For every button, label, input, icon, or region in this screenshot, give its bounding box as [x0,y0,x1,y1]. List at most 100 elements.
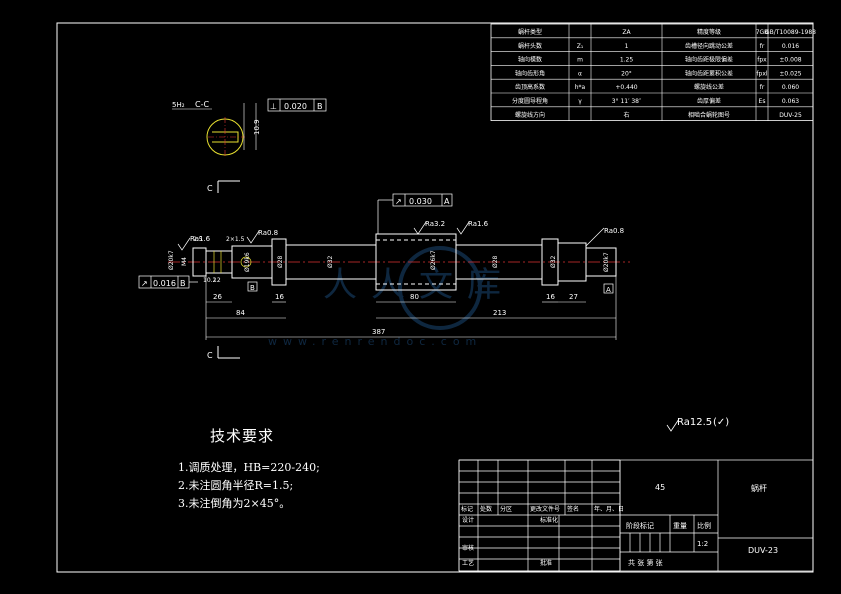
gear-table-cell: 齿顶高系数 [515,83,545,91]
dim-d2: M4 [181,257,188,266]
gear-table-cell: 蜗杆头数 [518,42,542,50]
gear-table-cell: fr [760,43,765,50]
dim-l-26: 26 [213,293,222,301]
section-marks: C C [207,180,240,360]
title-approve-label: 批准 [540,559,552,567]
revision-header: 签名 [567,505,579,513]
gear-table-cell: ZA [622,29,631,36]
section-mark-top: C [207,184,213,193]
gear-table-cell: DUV-25 [779,112,802,119]
gear-table-cell: Es [759,98,766,105]
watermark-text: 人人文库 [323,265,515,305]
title-standard-label: 标准化 [540,516,558,524]
gear-table-cell: α [578,70,582,77]
length-dimensions: 26 16 80 16 27 84 213 387 [205,276,617,340]
gear-table-cell: 精度等级 [697,28,721,36]
section-depth-dim: 10.9 [253,119,261,135]
gear-table-cell: ±0.008 [779,57,801,64]
gear-table-cell: 相啮合蜗轮图号 [688,111,730,119]
dim-l-80: 80 [410,293,419,301]
dim-s3: 10.2 [203,277,217,284]
gear-table-cell: 1 [625,43,629,50]
roughness-r4: Ra1.6 [468,220,489,228]
gear-table-cell: 20° [621,70,632,77]
dim-d4: Ø28 [277,255,284,268]
title-part-name: 蜗杆 [751,483,767,493]
roughness-marks: Ra1.6 Ra0.8 Ra3.2 Ra1.6 Ra0.8 [177,220,624,251]
revision-header: 标记 [461,505,473,513]
gear-table-cell: fr [760,84,765,91]
title-stage-label: 阶段标记 [626,521,654,530]
dim-d3: Ø19k6 [244,252,251,272]
dim-l-27: 27 [569,293,578,301]
dim-l-84: 84 [236,309,245,317]
title-block: 标记处数分区 更改文件号签名 年、月、日设计 标准化审核工艺 批准 45 蜗杆 DUV-23 阶… [458,459,814,572]
gear-table-cell: ±0.025 [779,70,801,77]
dim-s1: 2.5 [193,236,203,243]
gear-table-cell: m [577,57,583,64]
gear-table-cell: 0.060 [782,84,799,91]
revision-header: 年、月、日 [594,505,624,513]
gear-table-cell: fpxl [756,70,767,77]
gear-table-cell: 轴向齿形角 [515,69,545,77]
gear-table-cell: 螺旋线方向 [515,111,545,119]
left-end-labels: 2.5 2×1.5 12 10.2 [193,236,245,284]
gear-table-cell: h*a [575,84,586,91]
gear-table-cell: +0.440 [615,84,637,91]
shaft-end-right [585,247,617,277]
revision-header: 处数 [480,505,492,513]
dim-l-387: 387 [372,328,385,336]
gear-table-cell: γ [578,98,582,105]
gear-table-cell: 0.063 [782,98,799,105]
dim-d1: Ø20k7 [168,250,175,270]
watermark-url: www.renrendoc.com [268,335,482,348]
tech-requirement-2: 2.未注圆角半径R=1.5; [178,479,294,492]
watermark-logo [398,246,482,330]
dim-d7: Ø28 [492,255,499,268]
drawing-frame [56,22,814,573]
tol-left-symbol: ↗ [141,279,148,288]
dim-s2: 12 [213,277,221,284]
section-mark-bottom: C [207,351,213,360]
roughness-check-icon: (✓) [713,417,729,428]
diameter-dimensions: Ø20k7 M4 Ø19k6 Ø28 Ø32 Ø26k7 Ø28 Ø32 Ø20… [168,250,610,272]
tol-top-symbol: ↗ [395,197,402,206]
tolerance-frame-left: ↗ 0.016 B [138,275,198,289]
gear-table-cell: 齿槽径向跳动公差 [685,42,733,50]
section-tol-symbol: ⊥ [270,102,277,111]
general-roughness: Ra12.5 (✓) [666,417,729,432]
roughness-r5: Ra0.8 [604,227,624,235]
roughness-r1: Ra1.6 [190,235,211,243]
datum-ref-a: A [606,286,611,294]
title-design-label: 设计 [462,516,474,524]
gear-table-cell: 轴向齿距累积公差 [685,69,733,77]
dim-d5: Ø32 [327,255,334,268]
gear-table-cell: 分度圆导程角 [512,97,548,105]
title-drawing-number: DUV-23 [748,546,778,555]
worm-shaft [168,233,630,291]
title-material: 45 [655,483,665,492]
section-width-dim: 5H₂ [172,101,185,109]
gear-table-cell: GB/T10089-1988 [765,29,816,36]
tol-left-ref: B [180,279,186,288]
section-tol-ref: B [317,102,323,111]
title-process-label: 工艺 [462,559,474,567]
gear-table-cell: 螺旋线公差 [694,83,724,91]
worm-teeth [375,233,457,291]
revision-header: 更改文件号 [530,505,560,513]
datum-refs: B A [247,281,614,294]
gear-table-cell: fpx [757,57,767,64]
tech-requirement-1: 1.调质处理，HB=220-240; [178,461,320,474]
revision-header: 分区 [500,505,512,513]
title-sheet: 共 张 第 张 [628,558,663,567]
gear-table-cell: 齿厚偏差 [697,97,721,105]
section-label: C-C [195,100,209,109]
gear-table-cell: 1.25 [620,57,634,64]
keyway-mark [240,256,252,268]
title-review-label: 审核 [462,544,474,552]
tol-top-value: 0.030 [409,197,432,206]
section-tol-value: 0.020 [284,102,307,111]
section-tolerance-frame [267,98,327,112]
